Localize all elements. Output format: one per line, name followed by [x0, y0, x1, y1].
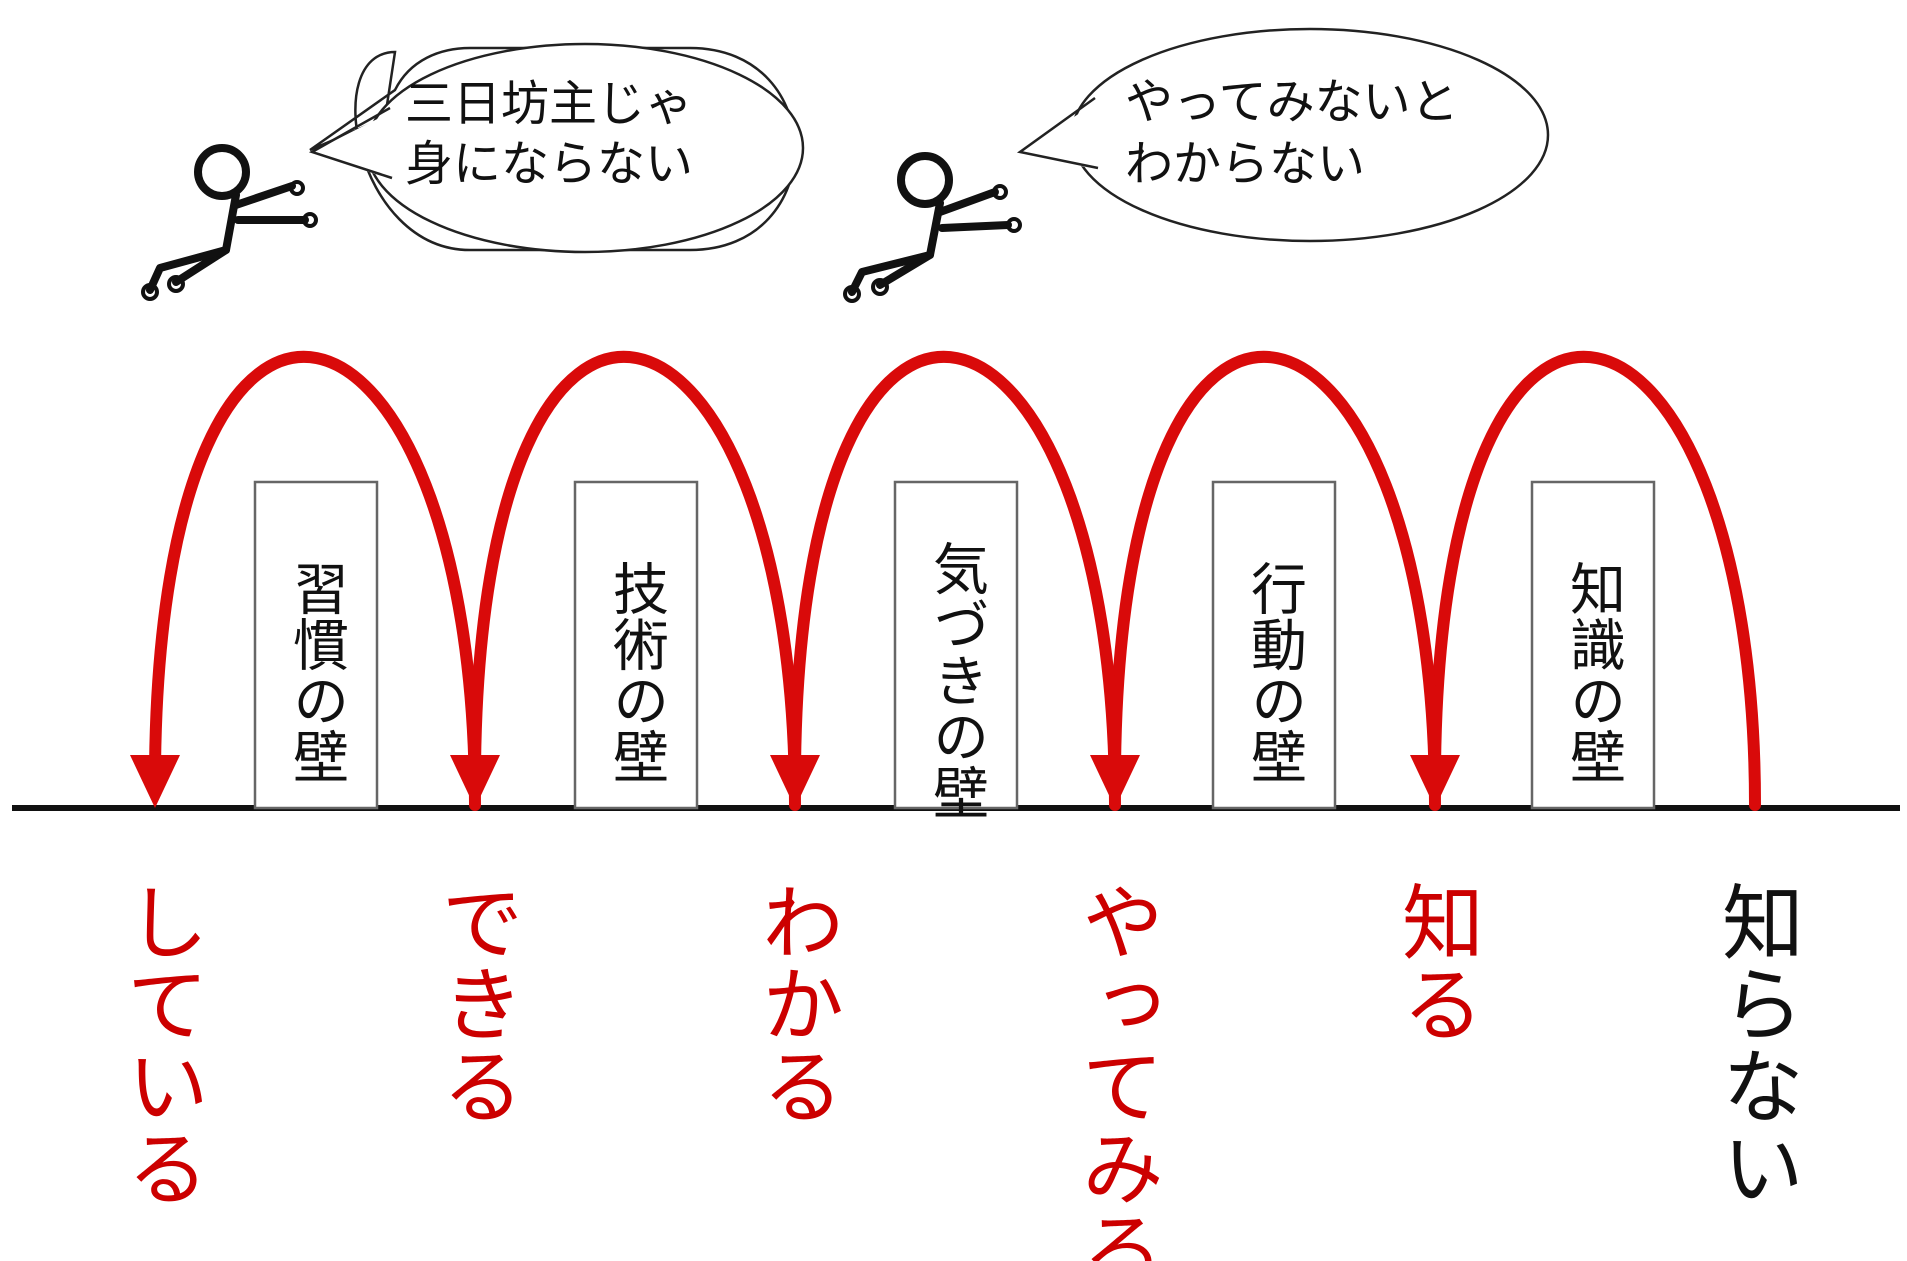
arrowhead-icon	[130, 755, 180, 808]
jump-arrows	[149, 351, 1761, 811]
arrowhead-icon	[1090, 755, 1140, 808]
stage-label: できる	[428, 880, 523, 1126]
speech-bubble-1: 三日坊主じゃ 身にならない	[308, 42, 805, 254]
arrowhead-icon	[770, 755, 820, 808]
arc-arrow-skill	[469, 351, 801, 811]
wall-5: 知識の壁	[1530, 480, 1656, 810]
walls: 習慣の壁 技術の壁 気づきの壁 行動の壁 知識の壁	[253, 480, 1656, 820]
stick-figure-jumping-icon	[141, 144, 318, 301]
arrowhead-icon	[450, 755, 500, 808]
wall-label: 気づきの壁	[924, 540, 989, 820]
stage-labels: している できる わかる やってみる 知る 知らない	[113, 880, 1803, 1261]
speech-bubble-2: やってみないと わからない	[1016, 27, 1550, 243]
arc-arrow-awareness	[789, 351, 1121, 811]
stage-label: 知る	[1388, 880, 1483, 1044]
wall-label: 知識の壁	[1561, 560, 1626, 784]
arrowhead-icon	[1410, 755, 1460, 808]
wall-label: 技術の壁	[604, 560, 669, 784]
arc-arrow-knowledge	[1429, 351, 1761, 811]
stick-figure-jumping-icon	[843, 152, 1022, 303]
wall-4: 行動の壁	[1211, 480, 1337, 810]
bubble-line: 三日坊主じゃ	[405, 76, 693, 132]
bubble-line: 身にならない	[405, 136, 693, 192]
bubble-line: やってみないと	[1125, 74, 1459, 130]
stage-label: わかる	[748, 880, 843, 1126]
stage-label: 知らない	[1708, 880, 1803, 1208]
wall-label: 習慣の壁	[284, 560, 349, 784]
stage-label: やってみる	[1068, 880, 1163, 1261]
wall-1: 習慣の壁	[253, 480, 379, 810]
arrowheads	[130, 755, 1460, 808]
stage-label: している	[113, 880, 208, 1208]
arc-arrow-action	[1109, 351, 1441, 811]
bubble-line: わからない	[1125, 136, 1365, 192]
wall-label: 行動の壁	[1242, 560, 1307, 784]
wall-2: 技術の壁	[573, 480, 699, 810]
arc-arrow-habit	[149, 351, 481, 811]
wall-3: 気づきの壁	[893, 480, 1019, 820]
